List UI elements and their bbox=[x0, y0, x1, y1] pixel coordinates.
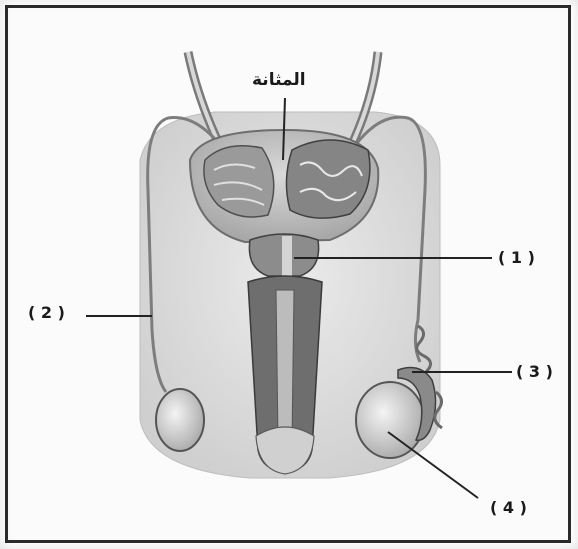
label-3: ( 3 ) bbox=[516, 362, 553, 381]
leader-line-4 bbox=[388, 432, 478, 498]
label-2: ( 2 ) bbox=[28, 303, 65, 322]
urethra bbox=[276, 290, 294, 448]
left-testis bbox=[156, 389, 204, 451]
right-seminal-vesicle bbox=[286, 140, 369, 218]
label-4: ( 4 ) bbox=[490, 498, 527, 517]
label-1: ( 1 ) bbox=[498, 248, 535, 267]
urethra-top bbox=[282, 236, 292, 276]
bladder-label: المثانة bbox=[252, 70, 306, 90]
right-testis bbox=[356, 382, 424, 458]
